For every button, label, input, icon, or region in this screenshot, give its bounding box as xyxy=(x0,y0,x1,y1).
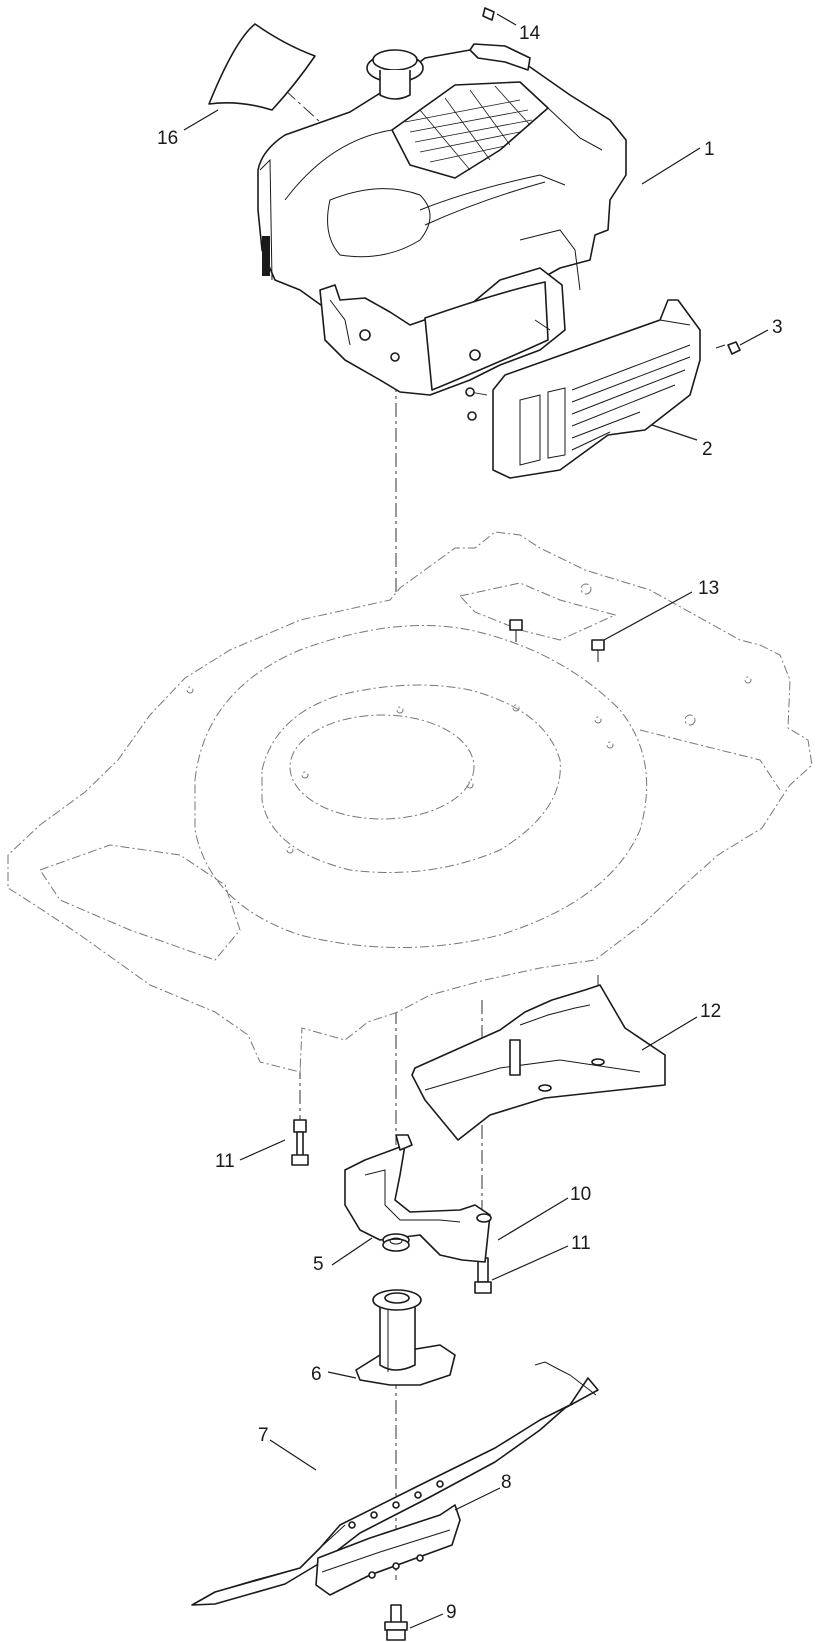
part-10-bracket xyxy=(344,1134,492,1263)
callout-8: 8 xyxy=(501,1472,512,1493)
part-8-stiffener xyxy=(315,1504,461,1596)
part-16-decal xyxy=(208,23,316,111)
callout-10: 10 xyxy=(570,1184,591,1205)
part-9-blade-bolt xyxy=(384,1604,408,1641)
callout-leader-lines xyxy=(183,13,769,1629)
callout-labels: 1 2 3 5 6 7 8 9 10 11 11 12 13 14 16 xyxy=(157,23,783,1623)
callout-16: 16 xyxy=(157,128,178,149)
part-5-washer xyxy=(382,1233,410,1252)
callout-9: 9 xyxy=(446,1602,457,1623)
callout-11b: 11 xyxy=(571,1233,591,1254)
callout-2: 2 xyxy=(702,439,713,460)
mower-deck-phantom xyxy=(7,531,813,1073)
part-1-engine xyxy=(257,43,627,421)
part-3-screw xyxy=(715,341,741,355)
part-2-muffler-guard xyxy=(492,299,701,479)
callout-1: 1 xyxy=(704,139,715,160)
callout-5: 5 xyxy=(313,1254,324,1275)
callout-6: 6 xyxy=(311,1364,322,1385)
callout-11a: 11 xyxy=(215,1151,235,1172)
callout-14: 14 xyxy=(519,23,541,44)
part-14-plug xyxy=(482,7,495,21)
callout-3: 3 xyxy=(772,317,783,338)
callout-12: 12 xyxy=(700,1001,721,1022)
part-6-blade-adapter xyxy=(355,1289,456,1386)
part-12-rear-chute xyxy=(411,984,666,1141)
callout-7: 7 xyxy=(258,1425,269,1446)
part-13-bolts xyxy=(509,619,605,662)
callout-13: 13 xyxy=(698,578,719,599)
